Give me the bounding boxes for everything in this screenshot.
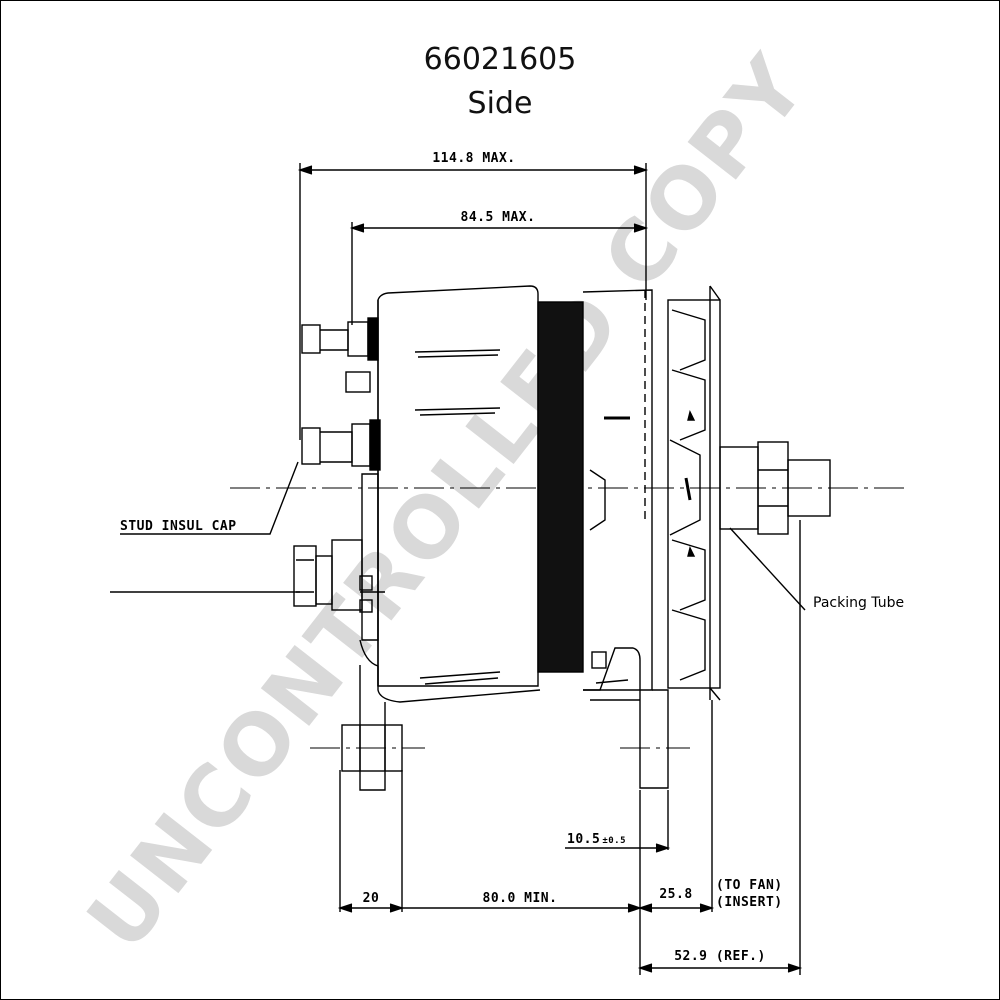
packing-tube-leader [729,520,806,975]
rear-housing [310,285,541,791]
dim-body-max [349,222,649,325]
stator [537,301,584,673]
shaft-and-nut [719,441,831,535]
dim-to-fan-label: 25.8 [659,887,692,902]
part-number-title: 66021605 [423,42,577,77]
dim-mount-span-label: 80.0 MIN. [483,891,558,906]
fan [667,285,721,701]
dim-foot-offset-label: 10.5±0.5 [567,832,626,847]
dim-body-max-label: 84.5 MAX. [461,210,536,225]
stud-cap-leader [110,461,385,593]
packing-tube-callout: Packing Tube [813,595,904,611]
stud-insul-cap-callout: STUD INSUL CAP [120,519,237,534]
view-title: Side [467,86,533,121]
dim-bottom [337,700,803,975]
dim-reference-label: 52.9 (REF.) [674,949,766,964]
dim-overall-max [297,163,649,440]
front-housing [582,289,690,789]
dim-to-fan-note-1: (TO FAN) [716,878,783,893]
dim-foot-width-label: 20 [363,891,380,906]
dim-to-fan-note-2: (INSERT) [716,895,783,910]
dim-overall-max-label: 114.8 MAX. [432,151,515,166]
